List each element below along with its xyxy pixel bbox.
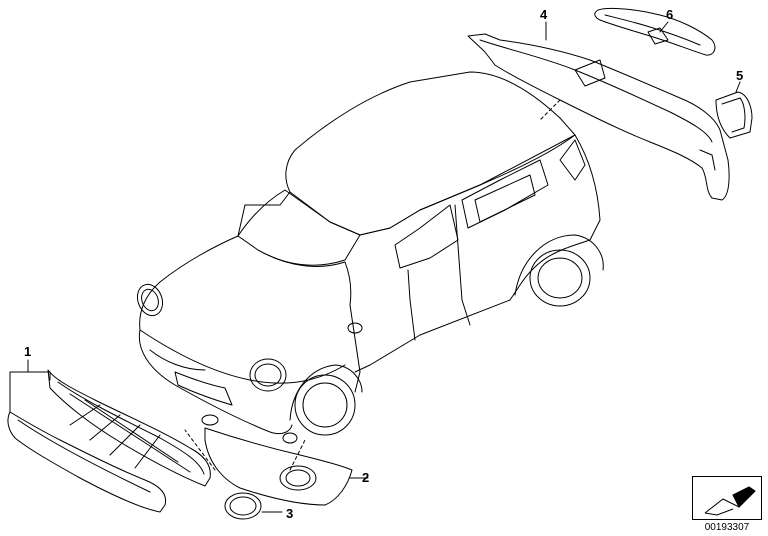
arrow-icon [704,486,756,516]
callout-6: 6 [666,7,673,22]
part-4-rear-trim [467,33,730,201]
callout-2: 2 [362,470,369,485]
part-6-handle-strip [594,7,716,56]
car-body [136,71,604,444]
part-1-grille [7,369,211,513]
callout-1: 1 [24,344,31,359]
reference-box [692,476,762,520]
callout-3: 3 [286,506,293,521]
part-2-lower-trim [204,427,353,506]
callout-4: 4 [540,7,548,22]
callout-5: 5 [736,68,743,83]
reference-number: 00193307 [704,522,750,533]
part-5-badge [715,91,753,139]
part-3-ring [224,492,262,520]
leader-lines [184,99,561,471]
callout-leaders [9,21,741,513]
